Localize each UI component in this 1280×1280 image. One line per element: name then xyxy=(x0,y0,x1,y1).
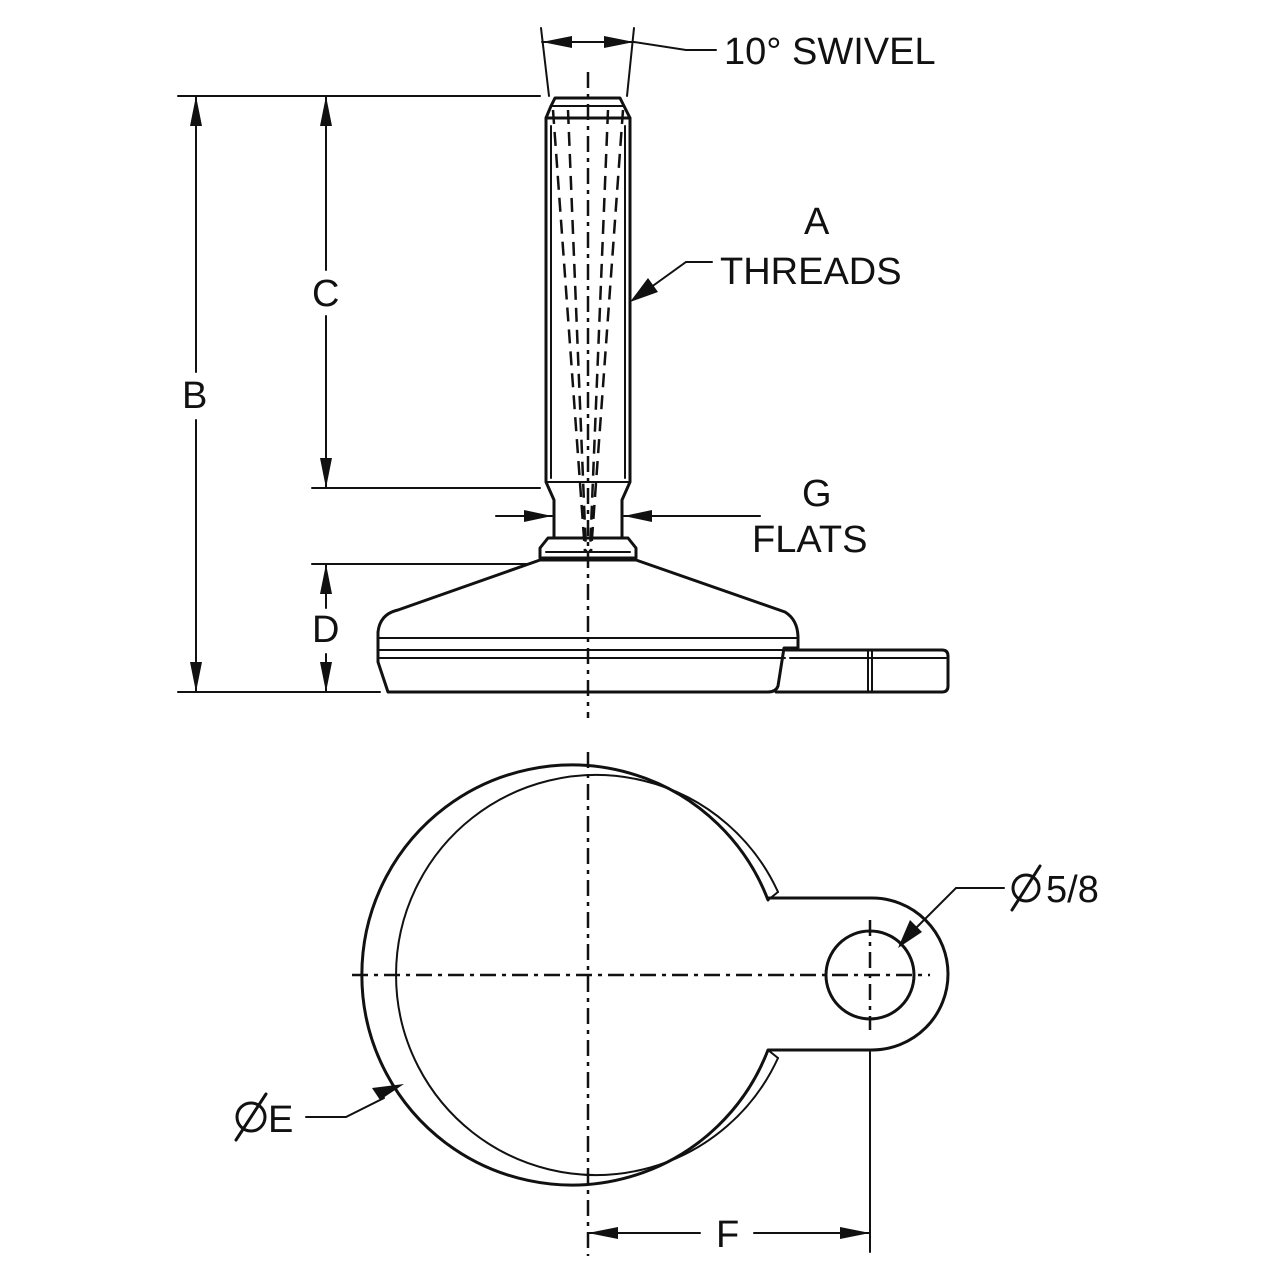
base-outline-top xyxy=(360,763,950,1187)
swivel-range-line-left xyxy=(551,109,587,553)
dimension-e: E xyxy=(234,1084,404,1142)
threads-letter-label: A xyxy=(804,201,830,243)
b-label: B xyxy=(182,375,207,417)
diameter-symbol-hole xyxy=(1010,864,1042,912)
dimension-d: D xyxy=(311,563,531,693)
mounting-tab-side xyxy=(774,648,950,694)
dimension-swivel: 10° SWIVEL xyxy=(540,27,936,97)
swivel-range-line-right xyxy=(589,109,625,553)
d-label: D xyxy=(312,609,339,651)
side-view xyxy=(376,72,950,718)
swivel-label: 10° SWIVEL xyxy=(724,31,936,73)
top-view xyxy=(352,752,950,1256)
c-label: C xyxy=(312,273,339,315)
dimension-flats: G FLATS xyxy=(495,473,867,561)
f-label: F xyxy=(716,1214,739,1256)
flats-letter-label: G xyxy=(802,473,832,515)
diameter-symbol-e xyxy=(234,1092,268,1142)
dimension-f: F xyxy=(587,1051,871,1256)
e-label: E xyxy=(268,1099,293,1141)
threaded-stud xyxy=(544,116,632,540)
threads-word-label: THREADS xyxy=(720,251,902,293)
base-pad xyxy=(376,558,800,694)
flats-word-label: FLATS xyxy=(752,519,867,561)
ball-collar xyxy=(538,536,638,560)
hole-diameter-label: 5/8 xyxy=(1046,869,1099,911)
dimension-threads: A THREADS xyxy=(630,201,902,302)
dimension-b: B xyxy=(177,95,541,693)
dimension-c: C xyxy=(311,95,541,489)
dimension-hole: 5/8 xyxy=(898,864,1099,948)
